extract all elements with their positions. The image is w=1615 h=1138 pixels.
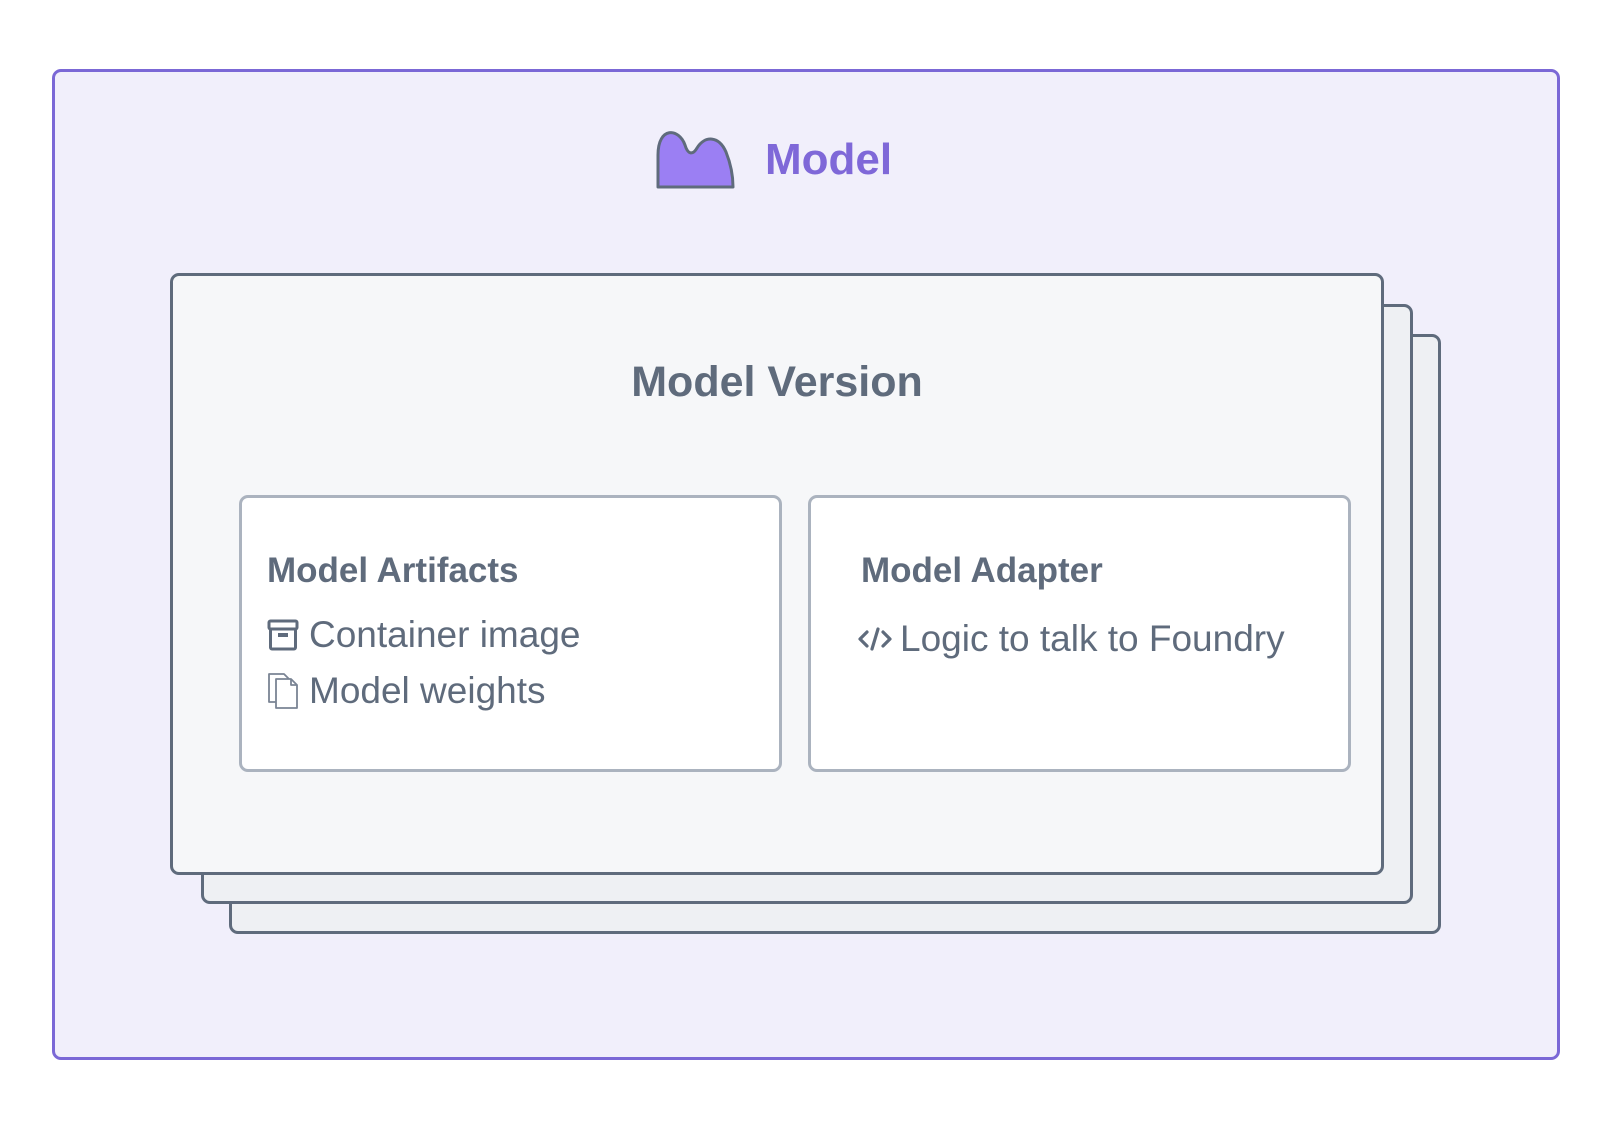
artifact-item-container-image: Container image [267, 616, 580, 653]
package-icon [267, 619, 299, 650]
model-version-card: Model Version Model Artifacts Container … [170, 273, 1384, 875]
artifact-item-label: Model weights [309, 669, 546, 711]
artifact-item-model-weights: Model weights [267, 670, 546, 710]
documents-icon [268, 673, 298, 709]
model-adapter-title: Model Adapter [861, 551, 1103, 590]
model-icon [656, 131, 735, 189]
model-title: Model [765, 135, 893, 184]
code-icon [858, 626, 892, 651]
artifact-item-label: Container image [309, 614, 581, 655]
model-version-title: Model Version [631, 358, 923, 406]
model-artifacts-box: Model Artifacts Container image Model we… [239, 495, 782, 772]
model-artifacts-title: Model Artifacts [267, 551, 519, 590]
model-adapter-box: Model Adapter Logic to talk to Foundry [808, 495, 1351, 772]
model-header: Model [655, 128, 892, 192]
adapter-item-logic: Logic to talk to Foundry [858, 620, 1285, 657]
adapter-item-label: Logic to talk to Foundry [900, 618, 1285, 659]
